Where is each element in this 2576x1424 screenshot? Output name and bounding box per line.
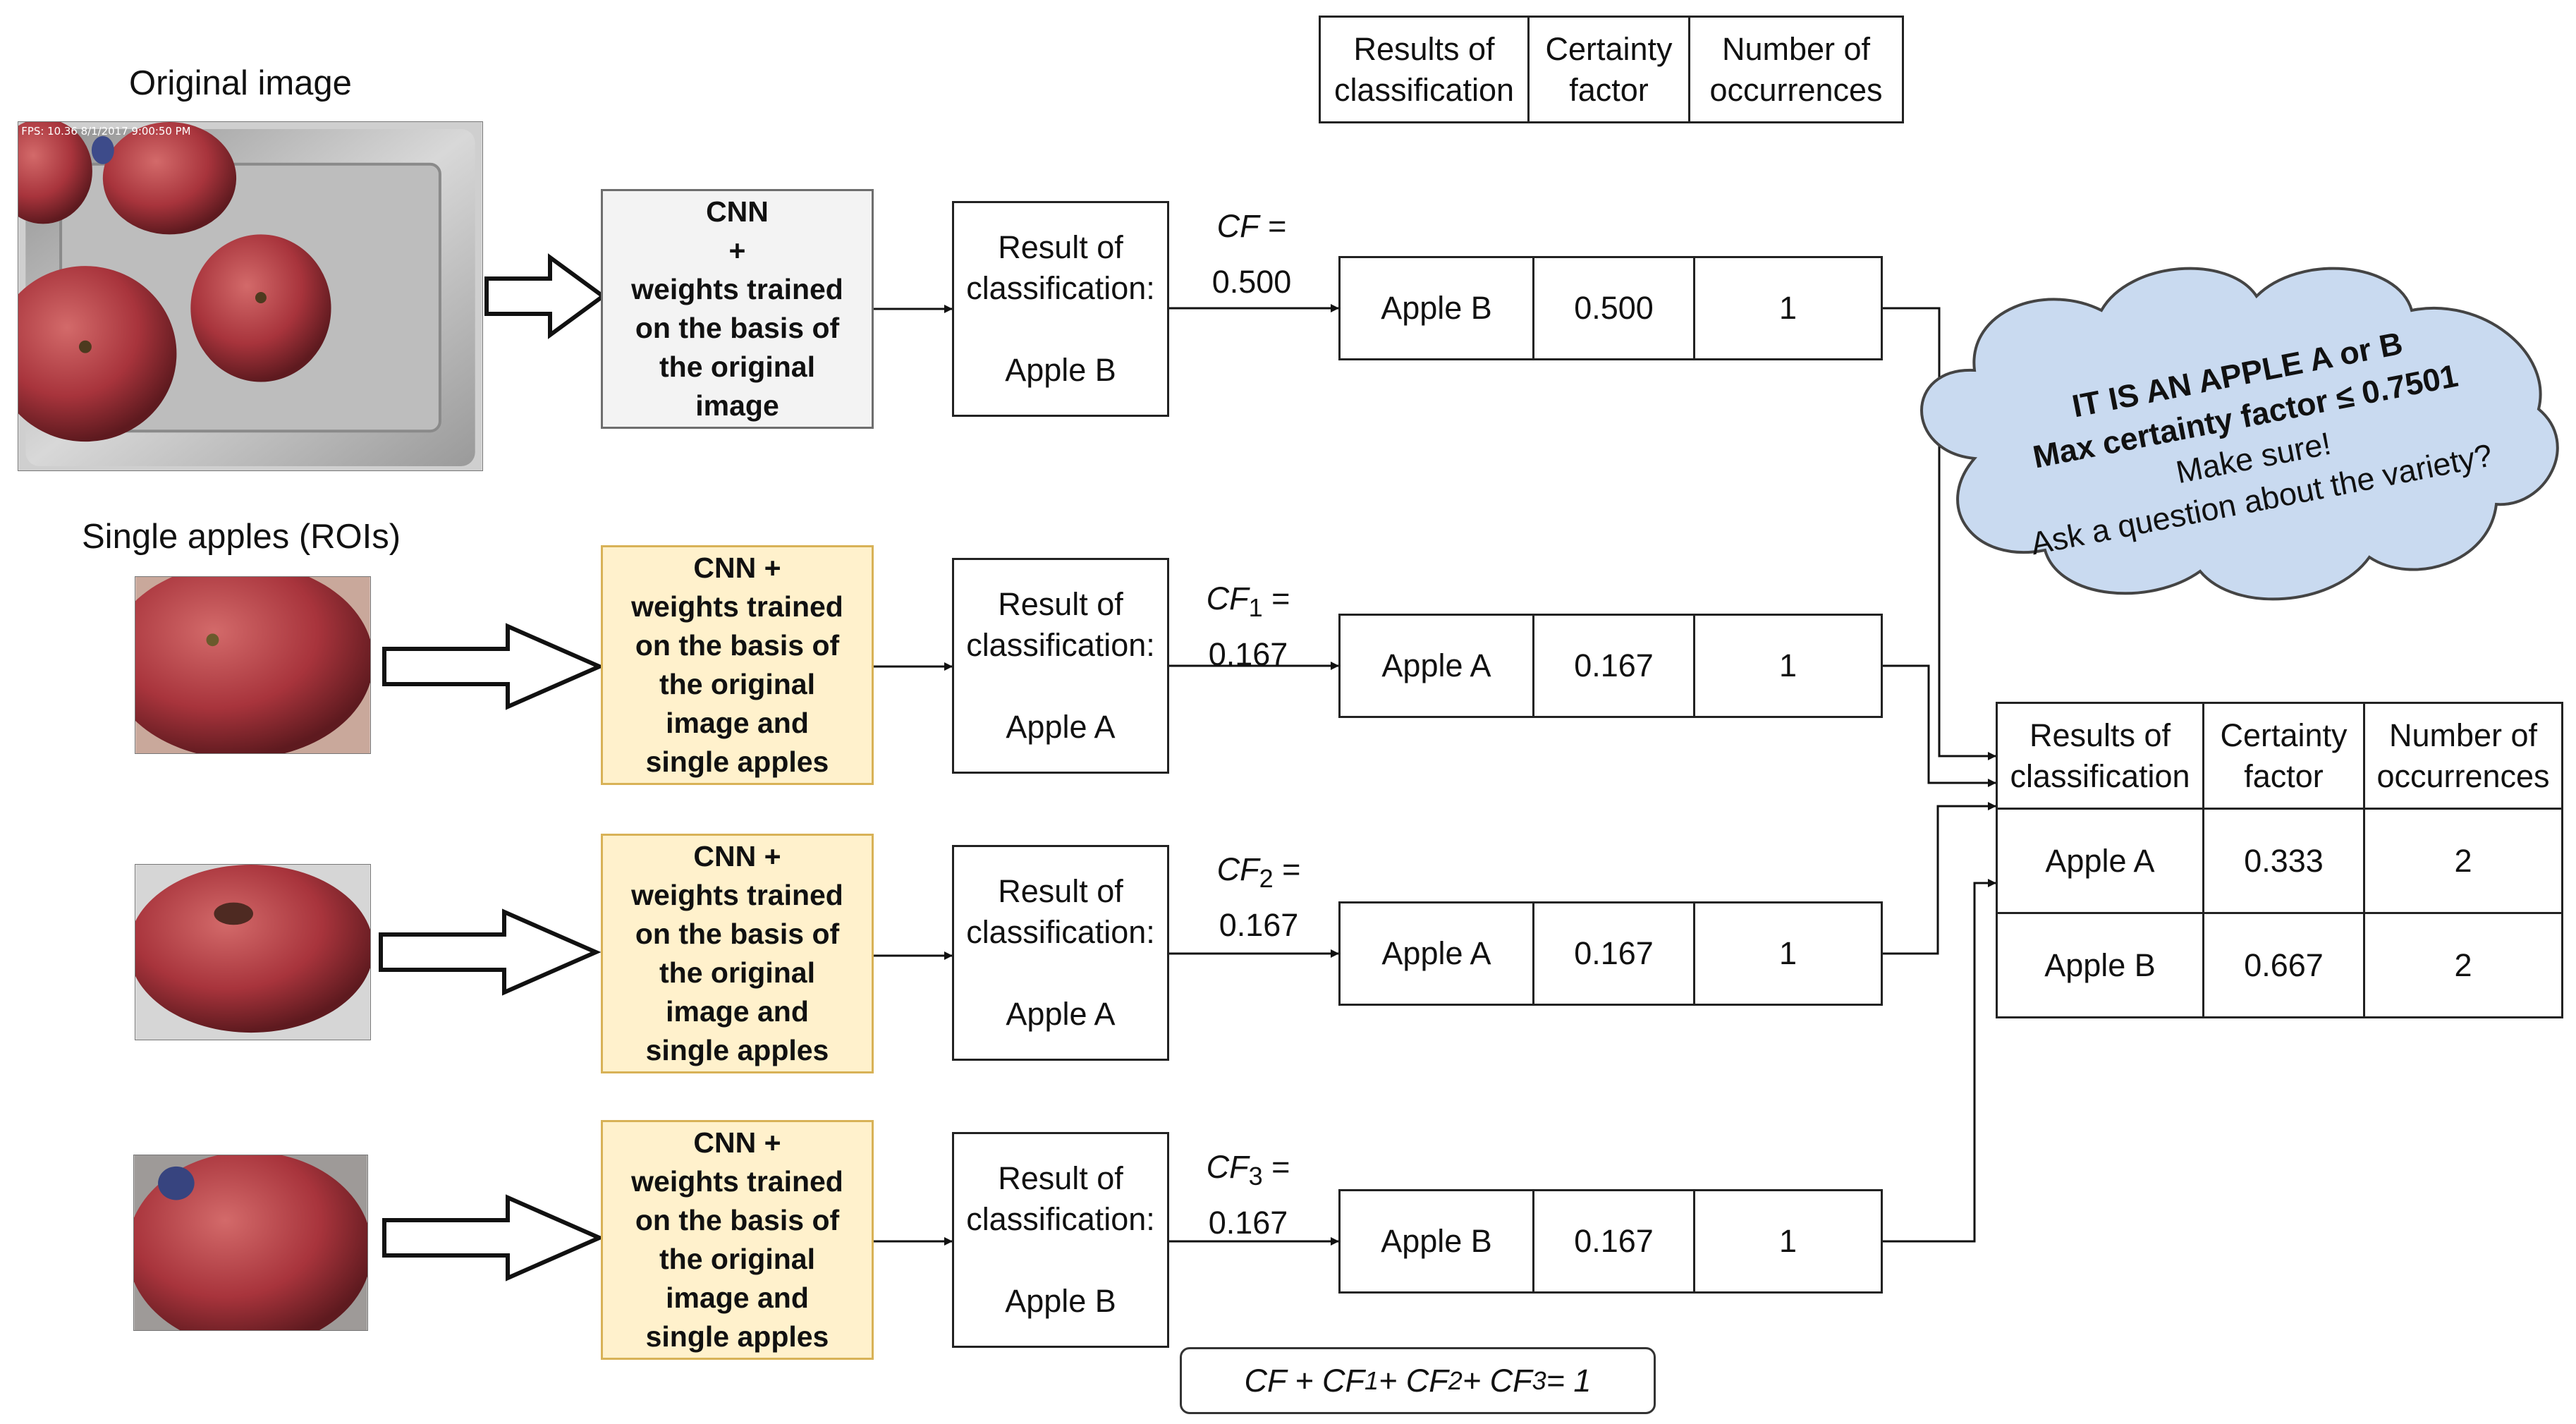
final-header-occurrences: Number of occurrences bbox=[2363, 702, 2563, 810]
cf-value: 0.167 bbox=[1208, 1205, 1288, 1241]
final-table: Results of classification Certainty fact… bbox=[1996, 702, 2563, 1018]
hollow-arrow-3 bbox=[379, 908, 602, 996]
result-value: Apple A bbox=[1006, 709, 1116, 745]
row-occ: 1 bbox=[1693, 256, 1883, 360]
cf-name: CF bbox=[1206, 580, 1249, 616]
result-label-line2: classification: bbox=[966, 270, 1155, 306]
cnn-box-roi-2: CNN + weights trained on the basis of th… bbox=[601, 834, 874, 1073]
cf-value: 0.500 bbox=[1211, 264, 1292, 300]
cf-name: CF bbox=[1216, 208, 1259, 244]
connector-row-2 bbox=[1883, 664, 1996, 787]
cf-label-1: CF1 = 0.167 bbox=[1188, 576, 1308, 678]
header-table: Results of classification Certainty fact… bbox=[1319, 16, 1904, 123]
final-header-certainty: Certainty factor bbox=[2202, 702, 2365, 810]
cf-label-2: CF2 = 0.167 bbox=[1199, 846, 1319, 949]
sum-sub-1: 1 bbox=[1364, 1365, 1379, 1395]
final-class: Apple B bbox=[1996, 912, 2204, 1018]
row-table-4: Apple B 0.167 1 bbox=[1338, 1189, 1883, 1294]
final-occ: 2 bbox=[2363, 808, 2563, 914]
caption-single-apples: Single apples (ROIs) bbox=[82, 518, 401, 556]
sum-part-2: + CF bbox=[1462, 1362, 1532, 1399]
cnn-box-roi-3: CNN + weights trained on the basis of th… bbox=[601, 1120, 874, 1360]
header-certainty: Certainty factor bbox=[1527, 16, 1690, 123]
cnn-box-original: CNN + weights trained on the basis of th… bbox=[601, 189, 874, 429]
cf-subscript: 2 bbox=[1259, 864, 1274, 893]
cf-equals: = bbox=[1262, 580, 1290, 616]
result-box-2: Result of classification: Apple A bbox=[952, 558, 1169, 774]
sum-part-0: CF + CF bbox=[1244, 1362, 1365, 1399]
row-cf: 0.167 bbox=[1532, 1189, 1695, 1294]
sum-part-1: + CF bbox=[1379, 1362, 1448, 1399]
result-label-line2: classification: bbox=[966, 1201, 1155, 1237]
result-value: Apple B bbox=[1005, 1283, 1116, 1319]
final-cf: 0.333 bbox=[2202, 808, 2365, 914]
hollow-arrow-1 bbox=[484, 253, 607, 339]
result-label-line2: classification: bbox=[966, 627, 1155, 663]
cf-value: 0.167 bbox=[1208, 636, 1288, 672]
header-occurrences: Number of occurrences bbox=[1688, 16, 1904, 123]
photo-overlay-text: FPS: 10.36 8/1/2017 9:00:50 PM bbox=[21, 125, 190, 138]
cf-name: CF bbox=[1216, 851, 1259, 887]
row-occ: 1 bbox=[1693, 1189, 1883, 1294]
roi-apple-3-photo bbox=[133, 1155, 368, 1331]
sum-sub-2: 2 bbox=[1448, 1365, 1463, 1395]
row-table-3: Apple A 0.167 1 bbox=[1338, 901, 1883, 1006]
result-label-line1: Result of bbox=[998, 586, 1123, 622]
cf-equals: = bbox=[1273, 851, 1301, 887]
result-label-line2: classification: bbox=[966, 914, 1155, 950]
caption-original-image: Original image bbox=[129, 64, 352, 102]
cloud-shape bbox=[1920, 267, 2559, 601]
result-value: Apple B bbox=[1005, 352, 1116, 388]
row-table-1: Apple B 0.500 1 bbox=[1338, 256, 1883, 360]
roi-apple-2-photo bbox=[135, 864, 371, 1040]
result-label-line1: Result of bbox=[998, 229, 1123, 265]
original-image-photo: FPS: 10.36 8/1/2017 9:00:50 PM bbox=[18, 121, 483, 471]
result-box-3: Result of classification: Apple A bbox=[952, 845, 1169, 1061]
result-box-1: Result of classification: Apple B bbox=[952, 201, 1169, 417]
roi-apple-1-photo bbox=[135, 576, 371, 754]
result-box-4: Result of classification: Apple B bbox=[952, 1132, 1169, 1348]
row-class: Apple B bbox=[1338, 1189, 1534, 1294]
hollow-arrow-2 bbox=[382, 623, 605, 710]
row-class: Apple A bbox=[1338, 901, 1534, 1006]
final-occ: 2 bbox=[2363, 912, 2563, 1018]
sum-part-3: = 1 bbox=[1546, 1362, 1592, 1399]
final-class: Apple A bbox=[1996, 808, 2204, 914]
header-results: Results of classification bbox=[1319, 16, 1530, 123]
cf-value: 0.167 bbox=[1219, 907, 1299, 943]
connector-row-4 bbox=[1883, 879, 1996, 1243]
row-class: Apple B bbox=[1338, 256, 1534, 360]
result-label-line1: Result of bbox=[998, 1160, 1123, 1196]
final-table-row: Apple A 0.333 2 bbox=[1996, 808, 2563, 914]
cnn-box-roi-1: CNN + weights trained on the basis of th… bbox=[601, 545, 874, 785]
row-occ: 1 bbox=[1693, 901, 1883, 1006]
result-value: Apple A bbox=[1006, 996, 1116, 1032]
connector-row-1 bbox=[1883, 307, 1996, 760]
row-table-2: Apple A 0.167 1 bbox=[1338, 614, 1883, 718]
final-cf: 0.667 bbox=[2202, 912, 2365, 1018]
cf-label-3: CF3 = 0.167 bbox=[1188, 1144, 1308, 1246]
cf-equals: = bbox=[1262, 1149, 1290, 1185]
sum-sub-3: 3 bbox=[1532, 1365, 1546, 1395]
final-table-row: Apple B 0.667 2 bbox=[1996, 912, 2563, 1018]
hollow-arrow-4 bbox=[382, 1194, 605, 1282]
cf-equals: = bbox=[1259, 208, 1287, 244]
result-label-line1: Result of bbox=[998, 873, 1123, 909]
row-cf: 0.167 bbox=[1532, 614, 1695, 718]
row-class: Apple A bbox=[1338, 614, 1534, 718]
row-cf: 0.500 bbox=[1532, 256, 1695, 360]
final-header-results: Results of classification bbox=[1996, 702, 2204, 810]
connector-row-3 bbox=[1883, 802, 1996, 955]
cf-name: CF bbox=[1206, 1149, 1249, 1185]
row-cf: 0.167 bbox=[1532, 901, 1695, 1006]
cf-subscript: 1 bbox=[1248, 593, 1263, 622]
row-occ: 1 bbox=[1693, 614, 1883, 718]
cf-subscript: 3 bbox=[1248, 1162, 1263, 1191]
cf-label-0: CF = 0.500 bbox=[1192, 203, 1312, 305]
